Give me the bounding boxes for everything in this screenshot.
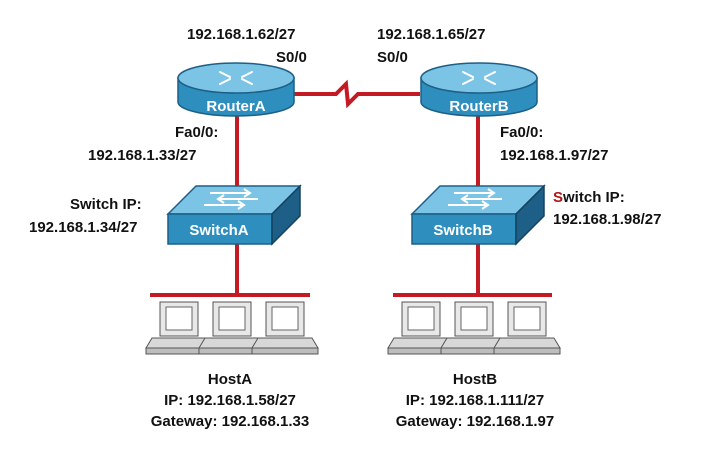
pc-icon <box>251 301 319 355</box>
hostB-computers <box>387 301 561 355</box>
hostA-computers <box>145 301 319 355</box>
switchB-name: SwitchB <box>433 222 492 239</box>
switchA-name: SwitchA <box>189 222 248 239</box>
serial-link <box>282 79 420 109</box>
routerB-serial-if: S0/0 <box>377 49 408 66</box>
routerA-serial-if: S0/0 <box>276 49 307 66</box>
hostA-name: HostA <box>208 371 252 388</box>
switchB-ip-label: Switch IP: <box>553 189 625 206</box>
routerB-icon <box>420 62 538 117</box>
routerB-fa-if: Fa0/0: <box>500 124 543 141</box>
routerB-fa-ip: 192.168.1.97/27 <box>500 147 608 164</box>
switchB-ip: 192.168.1.98/27 <box>553 211 661 228</box>
routerA-name: RouterA <box>206 98 265 115</box>
switchB-ip-label-prefix: S <box>553 189 563 206</box>
routerA-icon <box>177 62 295 117</box>
hostA-gateway: Gateway: 192.168.1.33 <box>151 413 309 430</box>
switchA-ip: 192.168.1.34/27 <box>29 219 137 236</box>
switchB-icon <box>410 184 546 246</box>
routerA-serial-ip: 192.168.1.62/27 <box>187 26 295 43</box>
hostB-ip: IP: 192.168.1.111/27 <box>406 392 544 409</box>
switchB-ip-label-rest: witch IP: <box>562 189 625 206</box>
hostB-gateway: Gateway: 192.168.1.97 <box>396 413 554 430</box>
hostB-name: HostB <box>453 371 497 388</box>
pc-icon <box>493 301 561 355</box>
routerA-fa-if: Fa0/0: <box>175 124 218 141</box>
routerB-name: RouterB <box>449 98 508 115</box>
switchA-icon <box>166 184 302 246</box>
hostA-ip: IP: 192.168.1.58/27 <box>164 392 296 409</box>
routerB-serial-ip: 192.168.1.65/27 <box>377 26 485 43</box>
switchA-ip-label: Switch IP: <box>70 196 142 213</box>
routerA-fa-ip: 192.168.1.33/27 <box>88 147 196 164</box>
